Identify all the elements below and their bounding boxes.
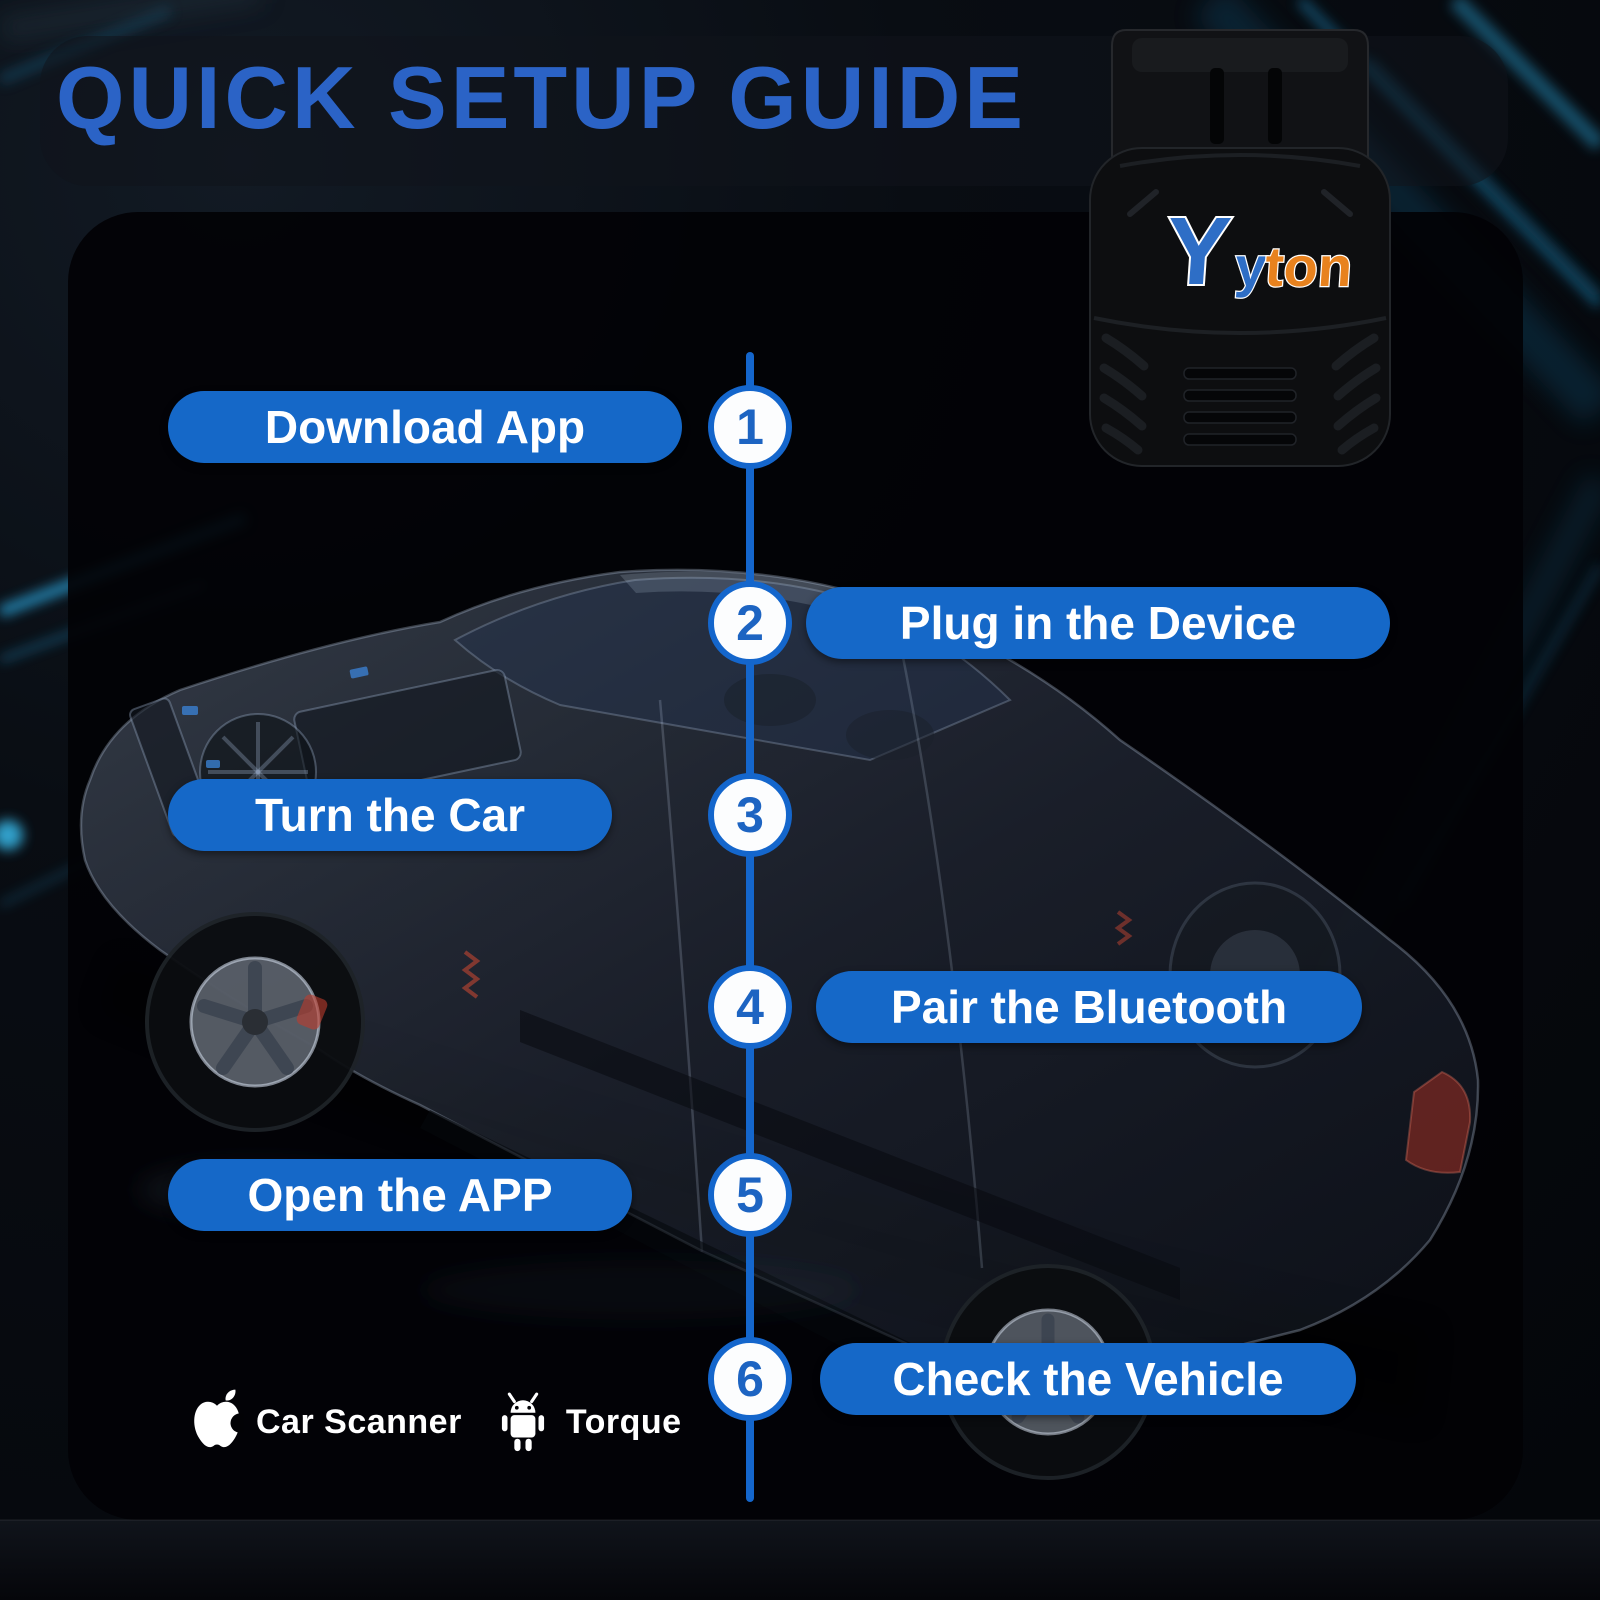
android-icon	[501, 1392, 544, 1452]
step-4-label: Pair the Bluetooth	[816, 971, 1362, 1043]
ios-app-label: Car Scanner	[256, 1402, 462, 1441]
logo-mark: Y	[1163, 198, 1235, 305]
step-4-number: 4	[708, 965, 792, 1049]
logo-rest-orange: ton	[1263, 235, 1354, 298]
compatible-apps: Car Scanner Torque	[190, 1386, 682, 1458]
front-wheel	[145, 912, 365, 1132]
floor	[0, 1520, 1600, 1600]
logo-rest-blue: y	[1233, 235, 1269, 298]
step-6-number: 6	[708, 1337, 792, 1421]
step-3-number: 3	[708, 773, 792, 857]
device-logo: Y y ton	[1161, 196, 1356, 307]
android-app-label: Torque	[565, 1402, 682, 1441]
timeline-line	[746, 352, 754, 1502]
obd2-body	[1089, 147, 1391, 467]
step-2-number: 2	[708, 581, 792, 665]
obd2-device-image: Y y ton	[1089, 29, 1391, 467]
step-5-number: 5	[708, 1153, 792, 1237]
step-3-label: Turn the Car	[168, 779, 612, 851]
step-6-label: Check the Vehicle	[820, 1343, 1356, 1415]
apple-icon	[194, 1389, 244, 1448]
obd2-connector	[1111, 29, 1369, 159]
page-title: QUICK SETUP GUIDE	[56, 48, 1027, 147]
step-1-label: Download App	[168, 391, 682, 463]
step-5-label: Open the APP	[168, 1159, 632, 1231]
step-1-number: 1	[708, 385, 792, 469]
step-2-label: Plug in the Device	[806, 587, 1390, 659]
